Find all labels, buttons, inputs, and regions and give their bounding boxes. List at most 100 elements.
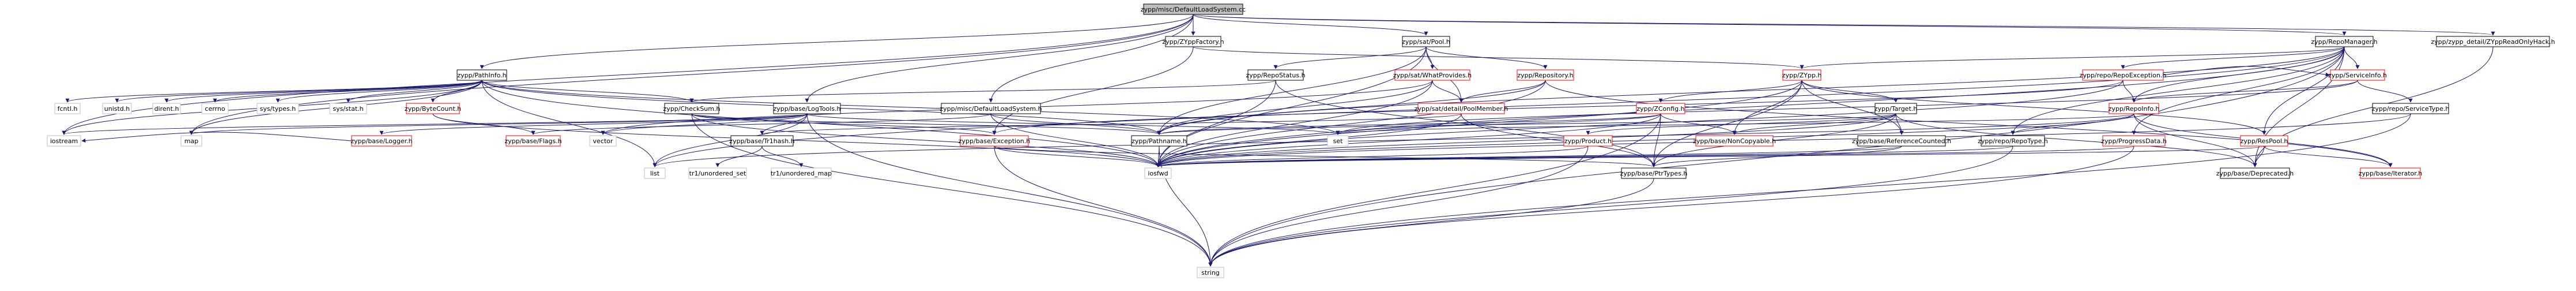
- edge-repomanager-to-zypp: [1800, 46, 2345, 69]
- edge-zypp-to-ptrtypes: [1651, 80, 1802, 167]
- node-baseexception[interactable]: zypp/base/Exception.h: [959, 135, 1031, 147]
- node-trihash[interactable]: zypp/base/Tr1hash.h: [729, 135, 795, 147]
- edge-pathinfo-to-checksum: [481, 80, 694, 103]
- node-repoinfo-label: zypp/RepoInfo.h: [2109, 105, 2160, 113]
- edge-repository-to-pathname: [1157, 80, 1546, 135]
- node-readonlyhack-box: [2436, 36, 2550, 47]
- edge-product-to-string: [1208, 146, 1589, 267]
- node-repostatus-box: [1247, 69, 1304, 81]
- node-satpool[interactable]: zypp/sat/Pool.h: [1402, 36, 1450, 47]
- edge-root-to-defaultloadsystem: [989, 14, 1194, 103]
- node-refcounted[interactable]: zypp/base/ReferenceCounted.h: [1852, 135, 1951, 147]
- node-defaultloadsystem[interactable]: zypp/misc/DefaultLoadSystem.h: [940, 103, 1042, 114]
- node-repotype-label: zypp/repo/RepoType.h: [1978, 137, 2048, 145]
- node-servicetype[interactable]: zypp/repo/ServiceType.h: [2372, 103, 2450, 114]
- node-pathname-label: zypp/Pathname.h: [1132, 137, 1187, 145]
- node-serviceinfo[interactable]: zypp/ServiceInfo.h: [2328, 69, 2387, 81]
- edge-checksum-to-iosfwd: [691, 113, 1160, 167]
- node-noncopyable[interactable]: zypp/base/NonCopyable.h: [1693, 135, 1776, 147]
- edge-pathname-to-string: [1159, 146, 1213, 267]
- node-defaultloadsystem-label: zypp/misc/DefaultLoadSystem.h: [940, 105, 1042, 113]
- node-ptrtypes-label: zypp/base/PtrTypes.h: [1620, 170, 1688, 177]
- edge-logtools-to-iostream: [62, 113, 808, 135]
- node-iosfwd-box: [1144, 167, 1172, 179]
- edge-whatprovides-to-pathname: [1157, 80, 1433, 135]
- node-repoinfo[interactable]: zypp/RepoInfo.h: [2109, 103, 2160, 114]
- node-logger[interactable]: zypp/base/Logger.h: [350, 135, 413, 147]
- node-string: string: [1197, 267, 1224, 278]
- node-repository[interactable]: zypp/Repository.h: [1517, 69, 1574, 81]
- edge-whatprovides-to-iosfwd: [1156, 80, 1433, 167]
- node-respool[interactable]: zypp/ResPool.h: [2240, 135, 2288, 147]
- node-pathname[interactable]: zypp/Pathname.h: [1131, 135, 1187, 147]
- node-repostatus[interactable]: zypp/RepoStatus.h: [1246, 69, 1306, 81]
- node-product[interactable]: zypp/Product.h: [1563, 135, 1613, 147]
- edge-root-to-iostream: [62, 14, 1194, 135]
- edge-repoexception-to-serviceinfo: [2163, 66, 2330, 77]
- node-unordered_map: tr1/unordered_map: [771, 167, 832, 179]
- node-bytecount-box: [406, 103, 460, 114]
- edge-ptrtypes-to-string: [1208, 178, 1654, 267]
- edge-repoinfo-to-deprecated: [2133, 113, 2257, 167]
- node-zyppfactory-box: [1165, 36, 1221, 47]
- node-cerrno-label: cerrno: [205, 105, 225, 113]
- node-bytecount[interactable]: zypp/ByteCount.h: [405, 103, 461, 114]
- edge-repoinfo-to-list: [653, 113, 2134, 167]
- node-satpool-label: zypp/sat/Pool.h: [1402, 38, 1450, 46]
- node-respool-box: [2240, 135, 2288, 147]
- edge-target-to-pathname: [1157, 113, 1896, 135]
- node-ptrtypes[interactable]: zypp/base/PtrTypes.h: [1620, 167, 1688, 179]
- node-logtools[interactable]: zypp/base/LogTools.h: [773, 103, 841, 114]
- node-progressdata[interactable]: zypp/ProgressData.h: [2101, 135, 2167, 147]
- node-systypes-box: [257, 103, 299, 114]
- node-target[interactable]: zypp/Target.h: [1875, 103, 1917, 114]
- node-serviceinfo-box: [2330, 69, 2385, 81]
- node-list-box: [644, 167, 666, 179]
- node-repotype[interactable]: zypp/repo/RepoType.h: [1978, 135, 2048, 147]
- edge-target-to-deprecated: [1895, 113, 2257, 167]
- node-unordered_set-box: [688, 167, 747, 179]
- edge-pathinfo-to-set: [481, 80, 1340, 135]
- node-deprecated-label: zypp/base/Deprecated.h: [2216, 170, 2294, 177]
- edge-zconfig-to-noncopyable: [1660, 113, 1737, 135]
- node-iostream: iostream: [47, 135, 81, 147]
- edge-logtools-to-vector: [601, 113, 808, 135]
- node-repoexception[interactable]: zypp/repo/RepoException.h: [2080, 69, 2167, 81]
- node-whatprovides[interactable]: zypp/sat/WhatProvides.h: [1393, 69, 1472, 81]
- node-repomanager-box: [2315, 36, 2374, 47]
- edge-root-to-repomanager: [1193, 14, 2346, 36]
- node-poolmember[interactable]: zypp/sat/detail/PoolMember.h: [1415, 103, 1508, 114]
- node-zconfig[interactable]: zypp/ZConfig.h: [1636, 103, 1685, 114]
- edge-logger-to-iostream: [81, 132, 352, 143]
- edge-repoexception-to-iosfwd: [1156, 80, 2124, 167]
- node-deprecated[interactable]: zypp/base/Deprecated.h: [2216, 167, 2294, 179]
- nodes-layer: zypp/misc/DefaultLoadSystem.cc zypp/ZYppF…: [47, 3, 2555, 278]
- node-zypp[interactable]: zypp/ZYpp.h: [1782, 69, 1822, 81]
- node-checksum[interactable]: zypp/CheckSum.h: [663, 103, 721, 114]
- node-baseiterator-box: [2360, 167, 2421, 179]
- node-cerrno-box: [201, 103, 229, 114]
- edge-progressdata-to-string: [1208, 146, 2134, 267]
- edge-trihash-to-unordered_map: [761, 146, 804, 167]
- node-servicetype-label: zypp/repo/ServiceType.h: [2372, 105, 2450, 113]
- edge-root-to-logtools: [805, 14, 1194, 103]
- node-product-box: [1563, 135, 1613, 147]
- node-noncopyable-box: [1695, 135, 1774, 147]
- node-sysstat-label: sys/stat.h: [333, 105, 363, 113]
- node-vector: vector: [589, 135, 617, 147]
- node-baseiterator[interactable]: zypp/base/Iterator.h: [2359, 167, 2423, 179]
- node-baseexception-box: [960, 135, 1029, 147]
- node-pathinfo[interactable]: zypp/PathInfo.h: [457, 69, 507, 81]
- edge-refcounted-to-ptrtypes: [1651, 146, 1902, 167]
- node-readonlyhack[interactable]: zypp/zypp_detail/ZYppReadOnlyHack.h: [2431, 36, 2555, 47]
- node-repository-label: zypp/Repository.h: [1517, 72, 1573, 79]
- edge-product-to-iosfwd: [1156, 146, 1589, 167]
- node-zyppfactory[interactable]: zypp/ZYppFactory.h: [1162, 36, 1224, 47]
- node-zypp-box: [1782, 69, 1821, 81]
- edge-logtools-to-string: [806, 113, 1213, 267]
- node-root[interactable]: zypp/misc/DefaultLoadSystem.cc: [1141, 3, 1246, 15]
- node-noncopyable-label: zypp/base/NonCopyable.h: [1693, 137, 1776, 145]
- node-flags[interactable]: zypp/base/Flags.h: [504, 135, 562, 147]
- edge-satpool-to-repostatus: [1273, 46, 1427, 69]
- node-repomanager[interactable]: zypp/RepoManager.h: [2311, 36, 2378, 47]
